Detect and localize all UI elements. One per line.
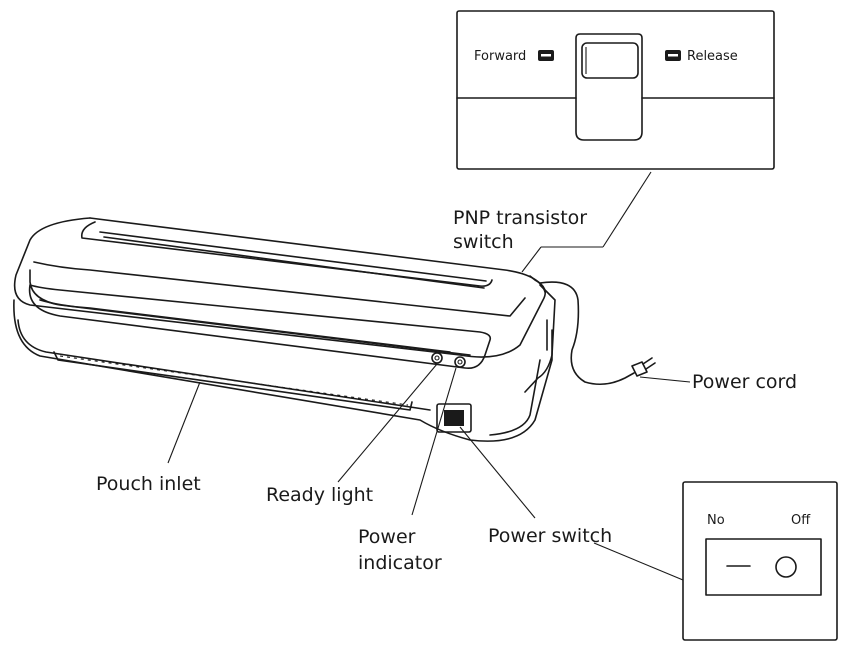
power-on-label: No [707,513,725,528]
forward-label: Forward [474,49,526,64]
leader-lines [167,171,691,581]
power-cord-line [539,281,635,386]
power-switch-label: Power switch [488,525,612,547]
power-switch-icon [436,403,472,433]
plug-icon [631,361,648,377]
pnp-transistor-label-line2: switch [453,231,514,253]
off-symbol-icon [775,556,797,578]
power-off-label: Off [791,513,811,528]
pnp-transistor-label: PNP transistor [453,207,587,229]
switch-panel-inset: Forward Release [456,10,775,170]
power-indicator-label: Power [358,526,416,548]
laminator-body [13,217,656,442]
pouch-inlet-slot [59,355,409,406]
release-label: Release [687,49,738,64]
power-indicator-label-line2: indicator [358,552,442,574]
power-indicator-light-icon [454,356,466,368]
power-switch-inset: No Off [682,481,838,641]
ready-light-icon [431,352,443,364]
ready-light-label: Ready light [266,484,373,506]
power-cord-label: Power cord [692,371,797,393]
pouch-inlet-label: Pouch inlet [96,473,201,495]
